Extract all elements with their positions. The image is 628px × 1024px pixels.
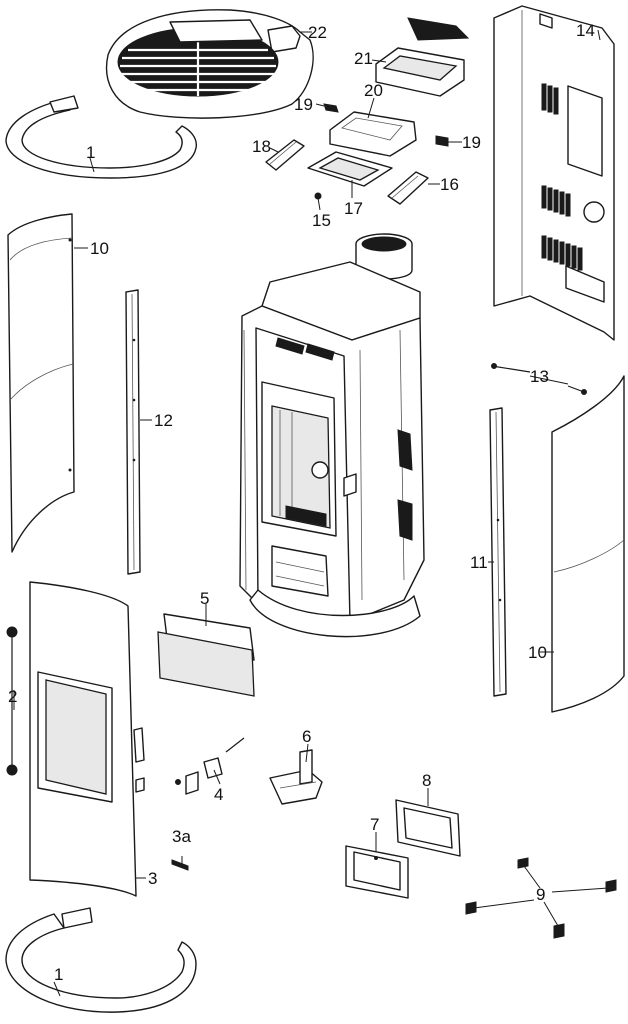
part-11-right-rail [489,407,507,697]
label-2: 2 [8,687,17,706]
label-19-left: 19 [294,95,313,114]
part-9-adjustable-feet [465,857,617,939]
label-10-left: 10 [90,239,109,258]
part-1-bottom-trim-ring [5,907,197,1013]
part-1-top-trim-ring [5,95,197,179]
part-14-rear-panel [493,5,615,341]
leader-lines [13,29,601,997]
label-15: 15 [312,211,331,230]
label-5: 5 [200,589,209,608]
label-16: 16 [440,175,459,194]
label-9: 9 [536,885,545,904]
label-3: 3 [148,869,157,888]
label-13: 13 [530,367,549,386]
part-21-control-housing [375,17,470,97]
label-1-bottom: 1 [54,965,63,984]
part-18-left-bracket [265,139,305,171]
part-13-screws [491,363,587,395]
label-22: 22 [308,23,327,42]
label-1-top: 1 [86,143,95,162]
label-10-right: 10 [528,643,547,662]
stove-body-main [239,233,425,638]
label-7: 7 [370,815,379,834]
part-3a-latch [171,859,189,871]
label-20: 20 [364,81,383,100]
label-21: 21 [354,49,373,68]
part-2-hinge-pins [6,626,18,776]
part-12-left-rail [125,289,141,575]
part-20-bracket-plate [329,111,417,157]
label-11: 11 [470,553,488,572]
label-18: 18 [252,137,271,156]
part-3-front-door [29,581,145,897]
part-19-screw-left [323,103,339,113]
part-7-cover-plate [345,845,409,899]
part-5-baffle-plate [157,613,255,697]
part-10-left-side-panel [7,213,75,553]
part-10-right-side-panel [551,375,625,713]
part-8-gasket-plate [395,799,461,857]
part-19-screw-right [435,135,449,147]
label-19-right: 19 [462,133,481,152]
part-4-hinge-bracket [175,737,245,795]
part-16-right-bracket [387,171,429,205]
label-4: 4 [214,785,223,804]
label-17: 17 [344,199,363,218]
label-6: 6 [302,727,311,746]
label-3a: 3a [172,827,191,846]
part-labels: 1 1 2 3 3a 4 5 6 7 8 9 10 10 11 12 13 14… [8,21,595,984]
label-8: 8 [422,771,431,790]
part-17-gasket-frame [307,151,393,187]
part-6-burn-pot [269,749,323,805]
part-22-top-grill [105,9,314,119]
label-14: 14 [576,21,595,40]
label-12: 12 [154,411,173,430]
